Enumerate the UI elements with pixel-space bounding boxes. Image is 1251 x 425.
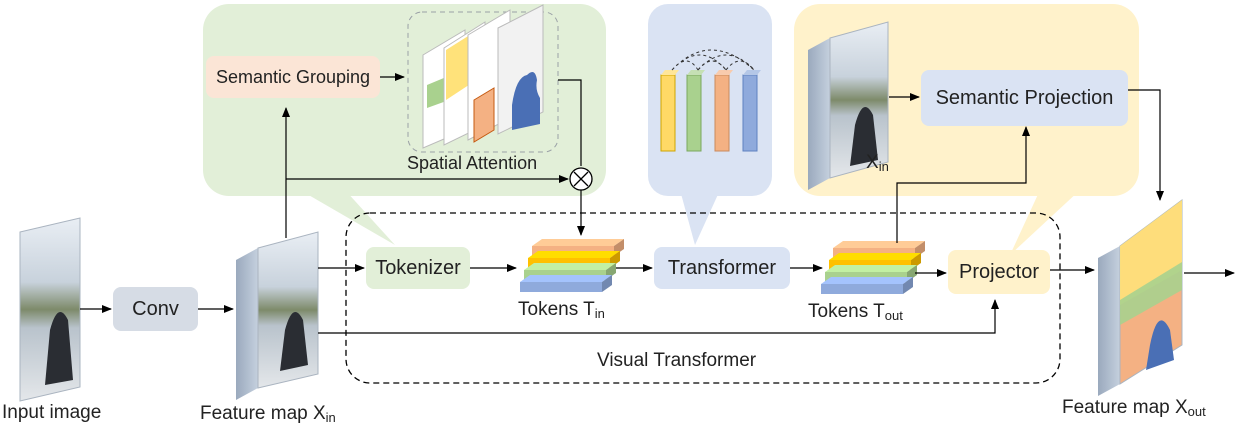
tokens-out-label: Tokens Tout <box>808 302 903 322</box>
transformer-box: Transformer <box>654 247 790 289</box>
token-layer-top <box>829 253 921 260</box>
visual-transformer-boundary <box>345 212 1061 384</box>
feature-map-in-sub: in <box>325 410 336 425</box>
x-in-text: X <box>866 152 879 173</box>
spatial-attention-label: Spatial Attention <box>407 153 538 173</box>
tokens-in-stack <box>520 239 624 292</box>
feature-map-out-label: Feature map Xout <box>1062 398 1206 418</box>
visual-transformer-label: Visual Transformer <box>597 350 757 371</box>
token-layer-top <box>528 251 620 258</box>
transformer-detail-bubble <box>648 4 772 245</box>
feature-map-in-label: Feature map Xin <box>200 404 336 424</box>
tokens-out-sub: out <box>884 308 903 323</box>
spatial-attention-maps <box>407 4 559 153</box>
tokenizer-box: Tokenizer <box>366 247 470 289</box>
tokens-in-label: Tokens Tin <box>518 300 605 320</box>
input-image <box>19 217 81 402</box>
tokens-out-stack <box>821 241 925 294</box>
semantic-projection-box: Semantic Projection <box>921 70 1128 126</box>
semantic-projection-label: Semantic Projection <box>935 86 1114 109</box>
conv-label: Conv <box>132 297 179 320</box>
projector-label: Projector <box>958 260 1040 283</box>
tokenizer-detail-bubble <box>203 4 606 245</box>
x-in-image <box>808 21 889 190</box>
token-layer-top <box>821 277 913 284</box>
token-layer-top <box>825 265 917 272</box>
token-layer-front <box>520 282 602 292</box>
semantic-grouping-box: Semantic Grouping <box>206 56 380 98</box>
token-layer-top <box>532 239 624 246</box>
tokenizer-label: Tokenizer <box>375 256 461 279</box>
feature-map-in <box>236 231 319 400</box>
conv-box: Conv <box>113 287 198 331</box>
feature-map-out-text: Feature map X <box>1062 397 1188 418</box>
token-layer-front <box>821 284 903 294</box>
transformer-label: Transformer <box>667 256 777 279</box>
token-layer-top <box>524 263 616 270</box>
feature-map-out-sub: out <box>1187 404 1206 419</box>
tokens-in-sub: in <box>594 306 605 321</box>
semantic-grouping-label: Semantic Grouping <box>215 66 371 87</box>
feature-map-in-text: Feature map X <box>200 403 326 424</box>
input-image-label: Input image <box>2 402 102 423</box>
projector-box: Projector <box>948 250 1050 294</box>
x-in-label: Xin <box>866 153 889 173</box>
feature-map-out <box>1098 199 1183 396</box>
arrows <box>80 73 1235 334</box>
multiply-node <box>569 167 593 191</box>
x-in-sub: in <box>878 159 889 174</box>
token-layer-side <box>903 277 913 294</box>
token-layer-top <box>833 241 925 248</box>
token-layer-side <box>602 275 612 292</box>
token-attention-graph <box>660 49 761 152</box>
token-layer-top <box>520 275 612 282</box>
tokens-out-text: Tokens T <box>808 301 885 322</box>
tokens-in-text: Tokens T <box>518 299 595 320</box>
